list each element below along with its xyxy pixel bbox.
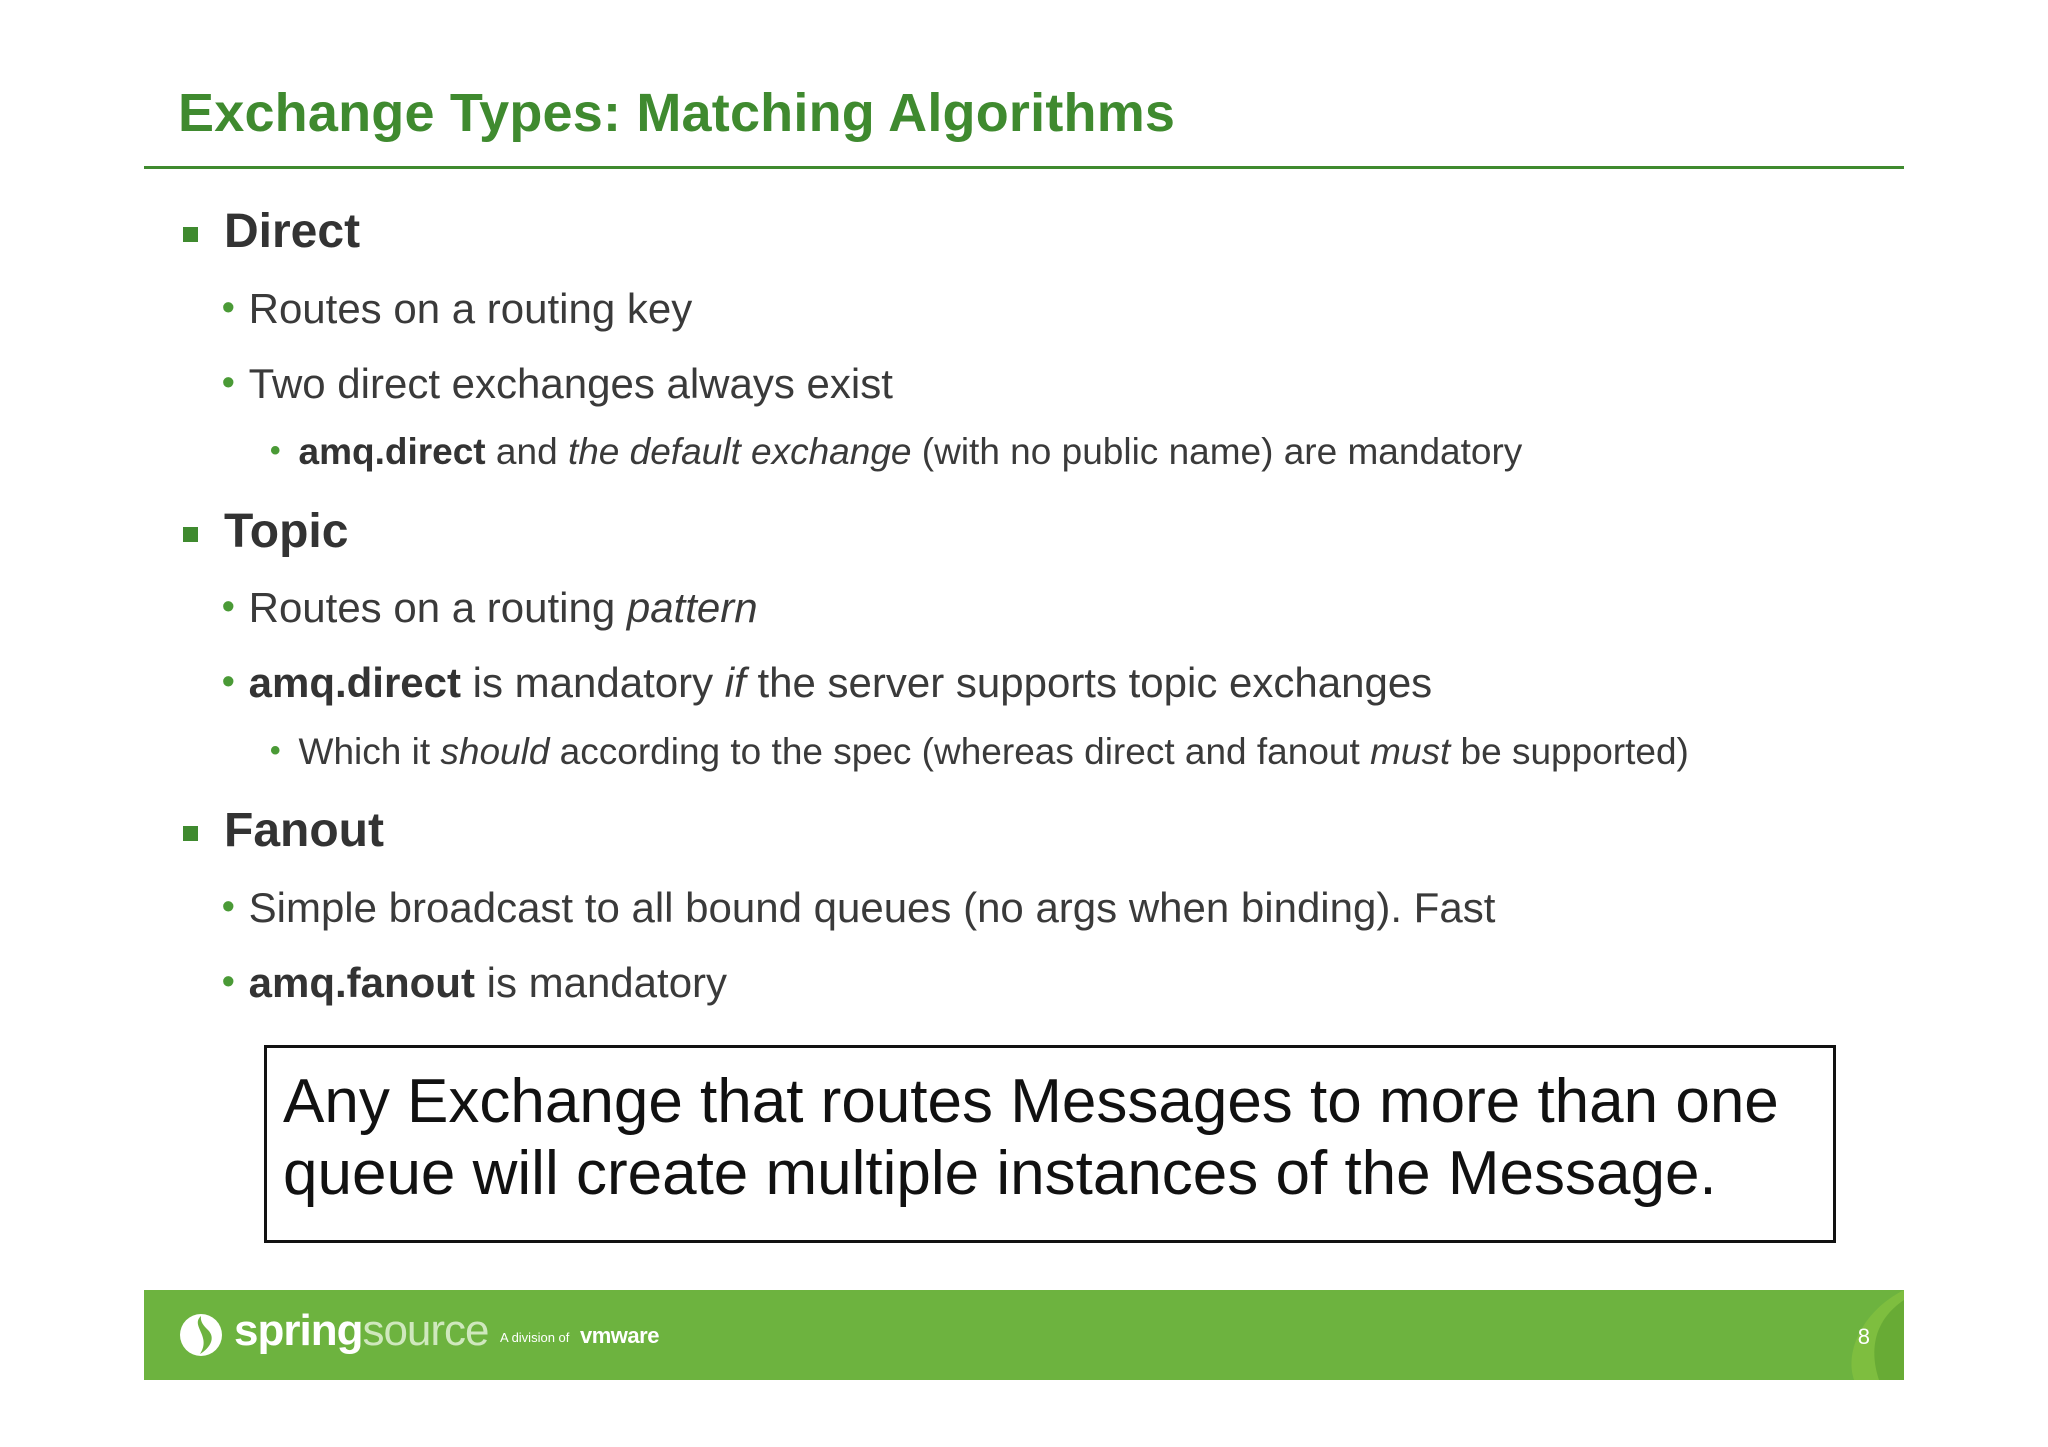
bullet-icon: • — [222, 960, 235, 1001]
division-label: A division of — [500, 1330, 570, 1345]
list-item: •Simple broadcast to all bound queues (n… — [222, 884, 1496, 931]
callout-line: queue will create multiple instances of … — [283, 1139, 1717, 1208]
sub-list-item: •Which it should according to the spec (… — [270, 731, 1689, 772]
footer-bar: springsource A division of vmware 8 — [144, 1290, 1904, 1380]
section-heading-text: Fanout — [224, 804, 384, 857]
bullet-icon: • — [222, 361, 235, 402]
section-heading-fanout: Fanout — [180, 803, 384, 858]
brand-logo: springsource — [234, 1306, 490, 1355]
springsource-logo-icon — [180, 1314, 222, 1356]
callout-line: Any Exchange that routes Messages to mor… — [283, 1067, 1779, 1136]
bullet-icon: • — [222, 660, 235, 701]
section-heading-direct: Direct — [180, 204, 360, 259]
bullet-icon: • — [222, 885, 235, 926]
list-item: •amq.direct is mandatory if the server s… — [222, 659, 1433, 706]
list-item: •Routes on a routing key — [222, 285, 693, 332]
page-number: 8 — [1857, 1324, 1870, 1349]
bullet-icon: • — [270, 734, 281, 767]
parent-brand-logo: vmware — [580, 1323, 659, 1348]
list-item: •Two direct exchanges always exist — [222, 360, 893, 407]
square-bullet-icon — [183, 527, 198, 542]
list-item: •amq.fanout is mandatory — [222, 959, 728, 1006]
callout-box: Any Exchange that routes Messages to mor… — [264, 1045, 1836, 1243]
square-bullet-icon — [183, 227, 198, 242]
sub-list-item: •amq.direct and the default exchange (wi… — [270, 431, 1523, 472]
section-heading-topic: Topic — [180, 504, 348, 559]
square-bullet-icon — [183, 826, 198, 841]
section-heading-text: Direct — [224, 205, 361, 258]
title-divider — [144, 166, 1904, 169]
list-item: •Routes on a routing pattern — [222, 584, 758, 631]
leaf-decoration-icon — [1851, 1290, 1904, 1380]
slide-title: Exchange Types: Matching Algorithms — [178, 83, 1176, 143]
section-heading-text: Topic — [224, 505, 349, 558]
bullet-icon: • — [222, 585, 235, 626]
bullet-icon: • — [222, 286, 235, 327]
bullet-icon: • — [270, 434, 281, 467]
